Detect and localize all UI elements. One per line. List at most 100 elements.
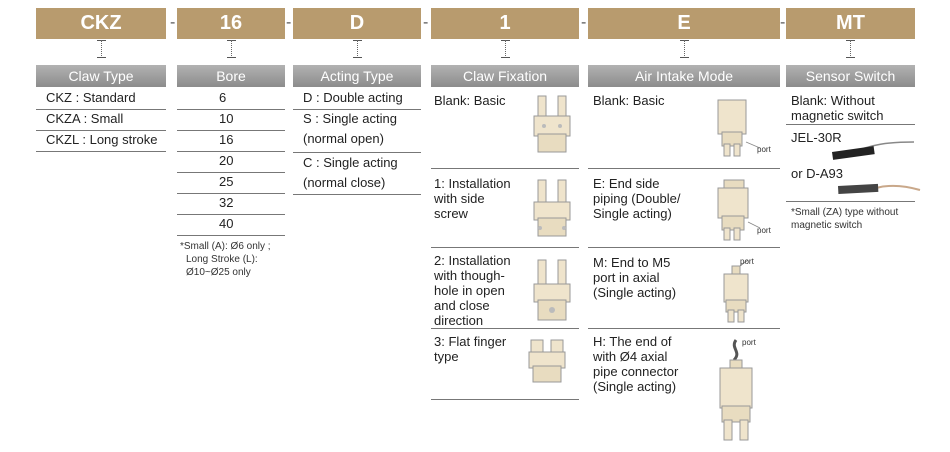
- connector: [353, 40, 362, 58]
- acting-single-open-note: (normal open): [293, 131, 421, 153]
- cylinder-m5-port-image: [723, 259, 749, 323]
- header-bore: Bore: [177, 65, 285, 87]
- divider: [786, 124, 915, 125]
- text-line: magnetic switch: [791, 108, 884, 123]
- text-line: with side: [434, 191, 485, 206]
- text-line: H: The end of: [593, 334, 672, 349]
- code-acting-type: D: [293, 8, 421, 39]
- cylinder-end-side-image: [717, 179, 761, 241]
- text-line: Single acting): [593, 206, 672, 221]
- text-line: hole in open: [434, 283, 505, 298]
- claw-fixation-flat-finger: 3: Flat finger type: [434, 334, 506, 364]
- code-air-intake: E: [588, 8, 780, 39]
- port-label: port: [740, 257, 754, 266]
- separator: -: [423, 14, 429, 31]
- text-line: (Single acting): [593, 285, 677, 300]
- header-claw-fixation: Claw Fixation: [431, 65, 579, 87]
- separator: -: [581, 14, 587, 31]
- text-line: screw: [434, 206, 468, 221]
- text-line: Blank: Basic: [593, 93, 665, 108]
- text-line: port in axial: [593, 270, 660, 285]
- claw-type-long-stroke: CKZL : Long stroke: [36, 132, 166, 152]
- text-line: direction: [434, 313, 484, 328]
- sensor-da93-image: [838, 183, 921, 194]
- claw-type-standard: CKZ : Standard: [36, 90, 166, 110]
- acting-single-close: C : Single acting: [303, 155, 398, 170]
- connector: [501, 40, 510, 58]
- header-air-intake: Air Intake Mode: [588, 65, 780, 87]
- sensor-model-jel30r: JEL-30R: [791, 130, 842, 145]
- acting-double: D : Double acting: [293, 90, 421, 110]
- cylinder-pipe-connector-image: [719, 339, 753, 441]
- text-line: 1: Installation: [434, 176, 511, 191]
- bore-value: 6: [177, 90, 285, 110]
- bore-note-line: Ø10~Ø25 only: [186, 267, 251, 278]
- text-line: pipe connector: [593, 364, 679, 379]
- bore-value: 20: [177, 153, 285, 173]
- note-line: magnetic switch: [791, 220, 863, 231]
- separator: -: [170, 14, 176, 31]
- cylinder-basic-image: [717, 99, 761, 157]
- bore-note-line: Long Stroke (L):: [186, 254, 258, 265]
- port-label: port: [757, 226, 771, 235]
- header-acting-type: Acting Type: [293, 65, 421, 87]
- header-claw-type: Claw Type: [36, 65, 166, 87]
- air-intake-pipe-connector: H: The end of with Ø4 axial pipe connect…: [593, 334, 678, 394]
- bore-value: 16: [177, 132, 285, 152]
- text-line: M: End to M5: [593, 255, 671, 270]
- text-line: Blank: Basic: [434, 93, 506, 108]
- air-intake-end-side: E: End side piping (Double/ Single actin…: [593, 176, 680, 221]
- acting-single-close-note: (normal close): [293, 175, 421, 195]
- claw-fixation-through-hole: 2: Installation with though- hole in ope…: [434, 253, 511, 328]
- gripper-side-screw-image: [533, 179, 571, 237]
- separator: -: [286, 14, 292, 31]
- claw-fixation-basic: Blank: Basic: [434, 93, 506, 108]
- bore-value: 40: [177, 216, 285, 236]
- connector: [680, 40, 689, 58]
- connector: [97, 40, 106, 58]
- text-line: piping (Double/: [593, 191, 681, 206]
- sensor-note: *Small (ZA) type without magnetic switch: [791, 206, 898, 232]
- connector: [846, 40, 855, 58]
- code-sensor-switch: MT: [786, 8, 915, 39]
- header-sensor-switch: Sensor Switch: [786, 65, 915, 87]
- port-label: port: [742, 338, 756, 347]
- divider: [431, 247, 579, 248]
- divider: [786, 201, 915, 202]
- code-claw-type: CKZ: [36, 8, 166, 39]
- air-intake-basic: Blank: Basic: [593, 93, 665, 108]
- gripper-basic-image: [533, 95, 571, 153]
- gripper-through-hole-image: [533, 259, 571, 321]
- divider: [431, 328, 579, 329]
- sensor-model-da93: or D-A93: [791, 166, 844, 181]
- acting-single-open: S : Single acting: [303, 111, 397, 126]
- port-label: port: [757, 145, 771, 154]
- note-line: *Small (ZA) type without: [791, 207, 899, 218]
- divider: [431, 168, 579, 169]
- bore-value: 10: [177, 111, 285, 131]
- text-line: 2: Installation: [434, 253, 511, 268]
- text-line: and close: [434, 298, 490, 313]
- divider: [588, 328, 780, 329]
- text-line: type: [434, 349, 459, 364]
- code-bore: 16: [177, 8, 285, 39]
- claw-type-small: CKZA : Small: [36, 111, 166, 131]
- claw-fixation-side-screw: 1: Installation with side screw: [434, 176, 511, 221]
- bore-value: 25: [177, 174, 285, 194]
- divider: [431, 399, 579, 400]
- connector: [227, 40, 236, 58]
- bore-note-line: *Small (A): Ø6 only ;: [180, 241, 271, 252]
- text-line: 3: Flat finger: [434, 334, 507, 349]
- air-intake-m5-port: M: End to M5 port in axial (Single actin…: [593, 255, 676, 300]
- divider: [588, 168, 780, 169]
- text-line: E: End side: [593, 176, 660, 191]
- gripper-flat-finger-image: [528, 339, 566, 383]
- text-line: (Single acting): [593, 379, 677, 394]
- sensor-blank: Blank: Without magnetic switch: [791, 93, 883, 123]
- bore-note: *Small (A): Ø6 only ; Long Stroke (L): Ø…: [180, 240, 290, 279]
- code-claw-fixation: 1: [431, 8, 579, 39]
- text-line: Blank: Without: [791, 93, 875, 108]
- text-line: with though-: [434, 268, 505, 283]
- separator: -: [780, 14, 786, 31]
- divider: [588, 247, 780, 248]
